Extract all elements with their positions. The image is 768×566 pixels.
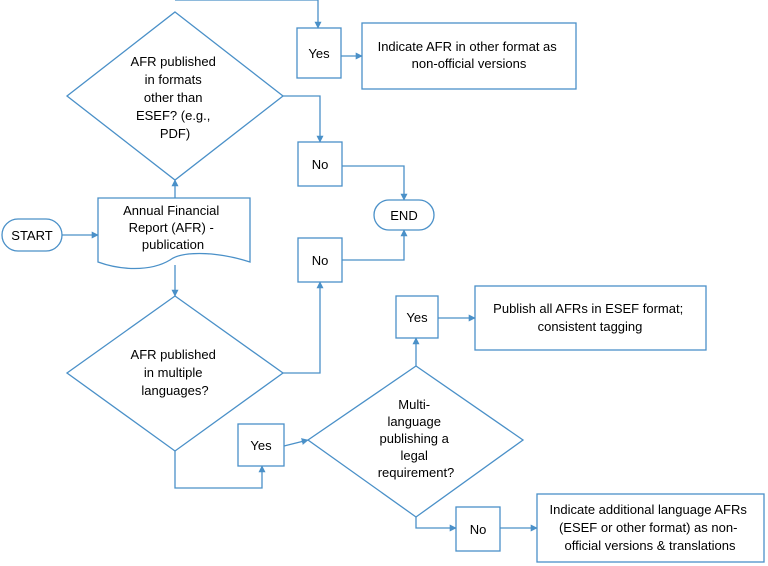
end-label: END bbox=[390, 208, 417, 223]
connector-q-formats-to-yes bbox=[175, 0, 322, 29]
no-label: No bbox=[470, 522, 487, 537]
decision-line: AFR published bbox=[131, 54, 216, 69]
decision-line: publishing a bbox=[379, 431, 449, 446]
yes-label: Yes bbox=[406, 310, 428, 325]
afr-publication-text: Annual Financial Report (AFR) - publicat… bbox=[123, 203, 223, 252]
yes-label: Yes bbox=[250, 438, 272, 453]
decision-line: other than bbox=[144, 90, 203, 105]
connector-q-languages-to-yes bbox=[174, 451, 266, 489]
decision-line: Multi- bbox=[398, 397, 430, 412]
decision-legal-requirement-text: Multi- language publishing a legal requi… bbox=[378, 397, 455, 480]
yes-box-legal-requirement: Yes bbox=[395, 295, 439, 339]
decision-line: requirement? bbox=[378, 465, 455, 480]
decision-line: ESEF? (e.g., bbox=[136, 108, 210, 123]
afr-publication-line: Annual Financial bbox=[123, 203, 219, 218]
publish-all-esef-box: Publish all AFRs in ESEF format; consist… bbox=[474, 285, 707, 351]
decision-line: in multiple bbox=[144, 365, 203, 380]
connector-q-formats-to-no bbox=[283, 95, 324, 143]
no-label: No bbox=[312, 253, 329, 268]
end-terminator: END bbox=[373, 199, 435, 231]
process-line: (ESEF or other format) as non- bbox=[559, 520, 737, 535]
decision-multiple-languages-text: AFR published in multiple languages? bbox=[131, 347, 220, 398]
afr-publication-document: Annual Financial Report (AFR) - publicat… bbox=[97, 197, 251, 270]
process-line: official versions & translations bbox=[564, 538, 736, 553]
decision-other-formats-text: AFR published in formats other than ESEF… bbox=[131, 54, 220, 141]
connector-q-languages-to-no bbox=[283, 281, 324, 374]
decision-line: AFR published bbox=[131, 347, 216, 362]
start-label: START bbox=[11, 228, 52, 243]
yes-box-other-formats: Yes bbox=[296, 27, 342, 79]
decision-line: language bbox=[387, 414, 441, 429]
afr-publication-line: Report (AFR) - bbox=[129, 220, 214, 235]
decision-line: languages? bbox=[141, 383, 208, 398]
indicate-additional-language-text: Indicate additional language AFRs (ESEF … bbox=[550, 502, 751, 553]
yes-label: Yes bbox=[308, 46, 330, 61]
decision-legal-requirement: Multi- language publishing a legal requi… bbox=[306, 365, 525, 518]
no-box-multi-language: No bbox=[297, 237, 343, 283]
indicate-additional-language-box: Indicate additional language AFRs (ESEF … bbox=[536, 493, 765, 563]
process-line: Indicate AFR in other format as bbox=[378, 39, 558, 54]
decision-other-formats: AFR published in formats other than ESEF… bbox=[65, 11, 285, 181]
process-line: non-official versions bbox=[412, 56, 527, 71]
connector-no-to-end-2 bbox=[342, 229, 408, 261]
publish-all-esef-text: Publish all AFRs in ESEF format; consist… bbox=[493, 301, 687, 334]
indicate-other-format-box: Indicate AFR in other format as non-offi… bbox=[361, 22, 577, 90]
decision-line: in formats bbox=[145, 72, 203, 87]
no-box-legal-requirement: No bbox=[455, 506, 501, 552]
decision-line: PDF) bbox=[160, 126, 190, 141]
decision-line: legal bbox=[400, 448, 428, 463]
indicate-other-format-text: Indicate AFR in other format as non-offi… bbox=[378, 39, 561, 71]
connector-yes-to-q-legal bbox=[283, 438, 309, 447]
process-line: Publish all AFRs in ESEF format; bbox=[493, 301, 683, 316]
connector-q-legal-to-no bbox=[415, 517, 457, 532]
afr-publication-line: publication bbox=[142, 237, 204, 252]
start-terminator: START bbox=[1, 218, 63, 252]
process-line: consistent tagging bbox=[538, 319, 643, 334]
connector-no-to-end bbox=[342, 165, 408, 201]
decision-multiple-languages: AFR published in multiple languages? bbox=[65, 295, 285, 452]
process-line: Indicate additional language AFRs bbox=[550, 502, 748, 517]
no-label: No bbox=[312, 157, 329, 172]
yes-box-multi-language: Yes bbox=[237, 423, 285, 467]
no-box-other-formats: No bbox=[297, 141, 343, 187]
connectors bbox=[62, 0, 538, 532]
